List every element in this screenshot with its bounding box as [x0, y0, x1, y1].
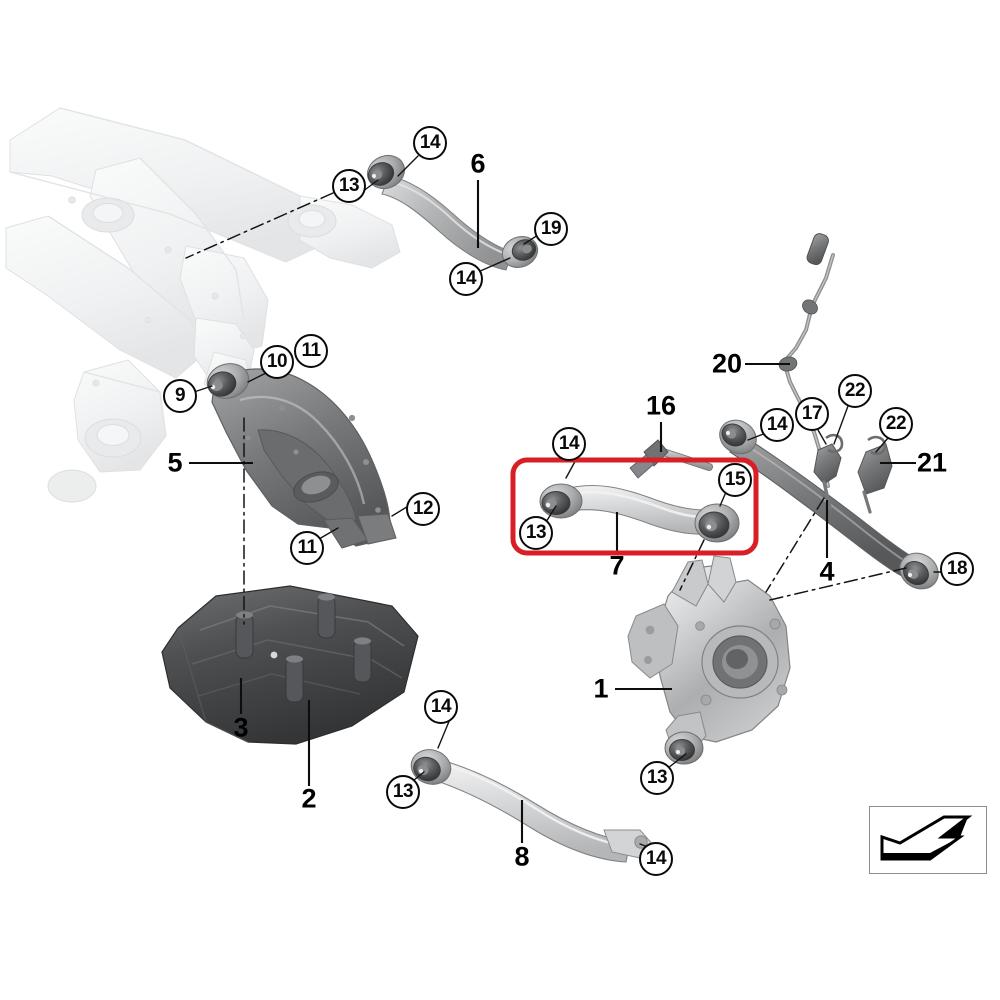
part-1-wheel-carrier: [627, 555, 791, 765]
callout-14-toe-arm-outer: 14: [639, 842, 673, 876]
callout-14-toe-arm-inner: 14: [424, 690, 458, 724]
part-number-leader-lines: [189, 180, 916, 843]
label-21: 21: [916, 447, 948, 478]
callout-14-camber-arm: 14: [760, 408, 794, 442]
part-4-camber-link: [719, 419, 939, 590]
label-3: 3: [233, 712, 249, 743]
label-20: 20: [711, 348, 743, 379]
part-17-sensor-bracket: [813, 433, 844, 510]
view-direction-key: [869, 806, 987, 874]
callout-17-sensor-bracket: 17: [795, 397, 829, 431]
label-7: 7: [609, 550, 625, 581]
bushing-part7-inner: [539, 483, 583, 519]
part-21-clip-bracket: [857, 435, 893, 514]
bushing-knuckle-lower: [664, 731, 704, 765]
callout-11-lower-arm-top: 11: [294, 334, 328, 368]
callout-22-clip-lower: 22: [879, 407, 913, 441]
axis-knuckle-to-camber-arm: [769, 567, 907, 601]
callout-10-lower-arm: 10: [260, 345, 294, 379]
bushing-lower-arm-front: [206, 363, 250, 399]
callout-9-lower-arm: 9: [163, 379, 197, 413]
part-2-underbody-shield: [161, 585, 419, 745]
callout-15-part7-outer: 15: [718, 463, 752, 497]
callout-11-lower-arm-bottom: 11: [290, 531, 324, 565]
callout-14-upper-arm-inner: 14: [413, 126, 447, 160]
callout-13-upper-arm-inner: 13: [332, 169, 366, 203]
part-5-lower-control-arm: [206, 363, 397, 549]
callout-13-knuckle-lower: 13: [640, 761, 674, 795]
callout-19-upper-arm-outer: 19: [534, 212, 568, 246]
callout-14-upper-arm-outer: 14: [449, 262, 483, 296]
axis-part7-to-knuckle: [679, 539, 705, 591]
callout-13-toe-arm-inner: 13: [386, 775, 420, 809]
view-direction-arrow-icon: [880, 815, 973, 861]
label-6: 6: [470, 148, 486, 179]
label-4: 4: [819, 556, 835, 587]
callout-22-clip-upper: 22: [838, 374, 872, 408]
axis-upper-arm-to-subframe: [185, 192, 334, 259]
assembly-axis-lines: [185, 192, 907, 625]
label-16: 16: [645, 390, 677, 421]
label-2: 2: [301, 783, 317, 814]
bushing-part7-outer: [694, 503, 740, 543]
label-5: 5: [167, 447, 183, 478]
ghost-rear-subframe: [5, 107, 401, 503]
callout-12-lower-arm: 12: [406, 492, 440, 526]
axis-part4-to-knuckle: [765, 497, 825, 593]
highlight-box-part-7: [510, 457, 759, 556]
part-6-upper-control-arm: [349, 154, 539, 271]
label-1: 1: [593, 673, 609, 704]
bushing-part4-inner: [719, 419, 757, 455]
label-8: 8: [514, 841, 530, 872]
callout-13-part7-inner: 13: [519, 516, 553, 550]
callout-18-camber-arm-outer: 18: [940, 552, 974, 586]
part-7-guide-arm: [539, 483, 740, 543]
bushing-part4-outer: [899, 552, 939, 590]
part-8-toe-link: [410, 749, 655, 863]
callout-14-part7-inner: 14: [552, 427, 586, 461]
bushing-upper-arm-outer: [501, 236, 539, 268]
